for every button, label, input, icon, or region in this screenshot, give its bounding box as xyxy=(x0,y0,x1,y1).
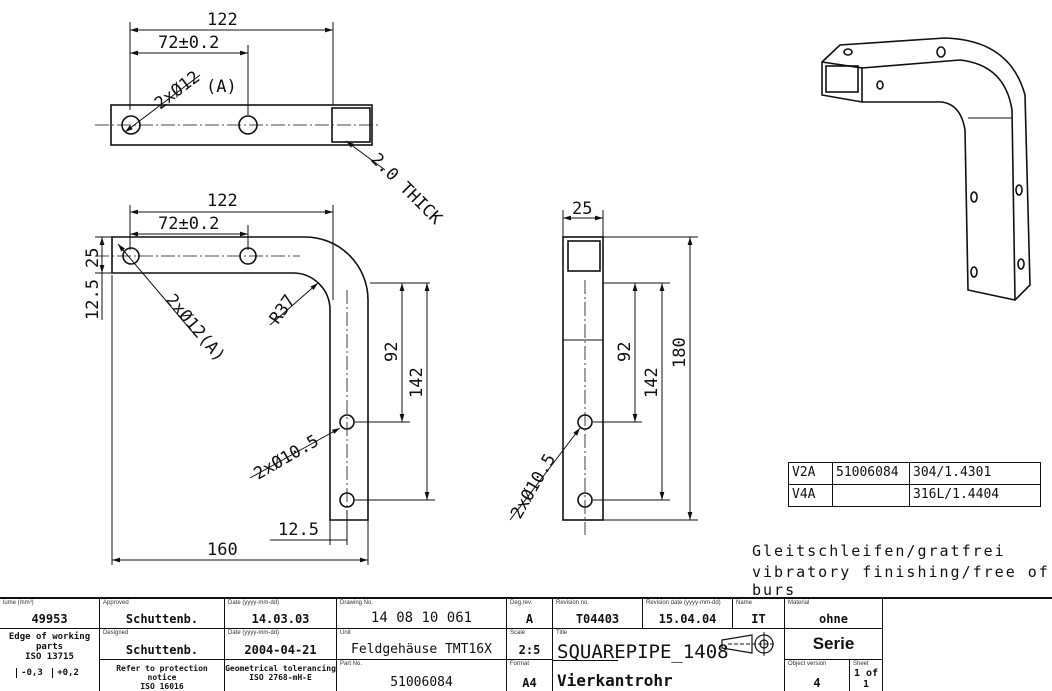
grade-cell: V4A xyxy=(788,484,833,507)
hole xyxy=(577,492,593,508)
hole xyxy=(238,115,258,135)
dim-hole-spacing: 72±0.2 xyxy=(158,33,219,53)
radius-label: R37 xyxy=(266,291,300,328)
drawing-canvas: 122 72±0.2 2xØ12 (A) 2.0 THICK 122 72±0.… xyxy=(83,10,1031,565)
part-cell: 51006084 xyxy=(832,462,910,485)
sheet: 1 of 1 xyxy=(853,668,879,690)
label: Sheet xyxy=(853,661,869,667)
deg-rev: A xyxy=(525,612,534,626)
unit: Feldgehäuse TMT16X xyxy=(351,642,492,657)
status: Serie xyxy=(812,634,855,653)
protection-std: ISO 16016 xyxy=(140,682,184,691)
edge-plus: +0,2 xyxy=(52,668,83,678)
edge-minus: -0,3 xyxy=(16,668,47,678)
label: Designed xyxy=(103,630,129,636)
format: A4 xyxy=(522,676,537,690)
dim-142: 142 xyxy=(407,367,427,398)
label: lume (mm³) xyxy=(3,600,34,606)
dim-hole-spacing: 72±0.2 xyxy=(158,214,219,234)
date-approved: 14.03.03 xyxy=(251,612,310,626)
revision-date: 15.04.04 xyxy=(658,612,717,626)
protection: Refer to protection notice xyxy=(116,664,208,682)
edge-title: Edge of working parts xyxy=(8,632,91,652)
label: Revision date (yyyy-mm-dd) xyxy=(646,600,721,606)
isometric-view xyxy=(821,37,1031,301)
label: Revision no. xyxy=(556,600,590,606)
drawing-no: 14 08 10 061 xyxy=(370,610,473,626)
hole-callout: 2xØ12(A) xyxy=(161,290,229,366)
label: Date (yyyy-mm-dd) xyxy=(228,600,280,606)
approved: Schuttenb. xyxy=(125,612,199,626)
label: Title xyxy=(556,630,568,636)
hole-callout: 2xØ10.5 xyxy=(507,450,560,522)
revision-no: T04403 xyxy=(575,612,620,626)
projection-symbol-icon xyxy=(721,632,774,656)
dim-height: 25 xyxy=(83,248,103,268)
title-block: lume (mm³) 49953 Edge of working parts IS… xyxy=(0,597,1052,691)
label: Material xyxy=(788,600,810,606)
scale: 2:5 xyxy=(518,643,541,657)
label: Date (yyyy-mm-dd) xyxy=(228,630,280,636)
part-cell xyxy=(832,484,910,507)
front-view: 122 72±0.2 25 12.5 2xØ12(A) R37 92 142 2… xyxy=(83,191,435,565)
dim-width: 25 xyxy=(572,199,592,219)
dim-edge: 12.5 xyxy=(278,520,319,540)
dim-142: 142 xyxy=(642,367,662,398)
label: Format xyxy=(510,661,530,667)
dim-width: 160 xyxy=(207,540,238,560)
label: Deg.rev. xyxy=(510,600,533,606)
tolerance-std: ISO 2768-mH-E xyxy=(249,673,312,682)
dim-92: 92 xyxy=(615,342,635,362)
hole-callout-lower: 2xØ10.5 xyxy=(251,431,323,484)
label: Drawing No. xyxy=(340,600,374,606)
name: IT xyxy=(751,612,766,626)
material-cell: 316L/1.4404 xyxy=(909,484,1041,507)
dim-92: 92 xyxy=(382,342,402,362)
label: Name xyxy=(736,600,753,606)
title: SQUAREPIPE_1408 xyxy=(557,641,729,663)
volume: 49953 xyxy=(31,612,68,626)
hole-callout: 2xØ12 xyxy=(151,67,204,114)
object-version: 4 xyxy=(813,676,821,690)
edge-std: ISO 13715 xyxy=(25,652,74,662)
designed: Schuttenb. xyxy=(125,643,199,657)
part-no: 51006084 xyxy=(390,675,453,690)
note-de: Gleitschleifen/gratfrei xyxy=(752,542,1006,560)
hole xyxy=(577,414,593,430)
hole xyxy=(121,115,141,135)
dim-length: 122 xyxy=(207,191,238,211)
material-cell: 304/1.4301 xyxy=(909,462,1041,485)
label: Approved xyxy=(103,600,129,606)
dim-length: 122 xyxy=(207,10,238,30)
hole-ref: (A) xyxy=(206,77,237,97)
dim-hole-offset: 12.5 xyxy=(83,279,103,320)
note-en: vibratory finishing/free of burs xyxy=(752,563,1050,599)
side-view: 25 92 142 180 2xØ10.5 xyxy=(507,199,698,535)
thickness-note: 2.0 THICK xyxy=(366,149,446,229)
label: Unit xyxy=(340,630,351,636)
hole xyxy=(122,247,140,265)
grade-cell: V2A xyxy=(788,462,833,485)
label: Object version xyxy=(788,661,827,667)
top-view: 122 72±0.2 2xØ12 (A) 2.0 THICK xyxy=(95,10,446,229)
date-designed: 2004-04-21 xyxy=(244,643,317,657)
material: ohne xyxy=(819,612,848,626)
dim-180: 180 xyxy=(670,337,690,368)
hole xyxy=(339,414,355,430)
label: Part No. xyxy=(340,661,363,667)
subtitle: Vierkantrohr xyxy=(557,671,673,690)
label: Scale xyxy=(510,630,526,636)
hole xyxy=(339,492,355,508)
tolerance: Geometrical tolerancing xyxy=(225,664,336,673)
